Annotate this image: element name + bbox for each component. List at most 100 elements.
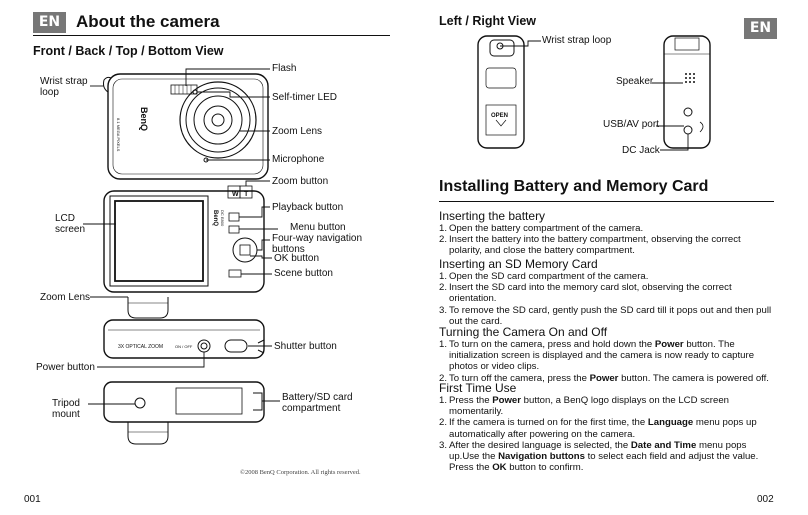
label-dc-jack: DC Jack xyxy=(622,145,660,156)
step-text: Open the SD card compartment of the came… xyxy=(449,271,649,282)
camera-left-side-view xyxy=(477,35,525,149)
label-self-timer-led: Self-timer LED xyxy=(272,92,338,103)
step-text: Open the battery compartment of the came… xyxy=(449,223,644,234)
step-number: 1. xyxy=(439,339,448,350)
step-emphasis: Language xyxy=(647,417,694,429)
copyright-notice: ©2008 BenQ Corporation. All rights reser… xyxy=(240,469,361,476)
step-number: 3. xyxy=(439,439,448,451)
page-number-right: 002 xyxy=(757,494,774,505)
step-item: 1.Open the battery compartment of the ca… xyxy=(439,223,775,234)
step-text: If the camera is turned on for the first… xyxy=(449,417,648,429)
view-subtitle: Front / Back / Top / Bottom View xyxy=(33,44,224,58)
section-steps: 1.Press the Power button, a BenQ logo di… xyxy=(439,395,775,473)
step-text: button to confirm. xyxy=(506,462,584,474)
brand-front: BenQ xyxy=(139,107,149,131)
step-item: 2.Insert the SD card into the memory car… xyxy=(439,282,775,304)
step-text: To turn on the camera, press and hold do… xyxy=(449,339,655,350)
step-item: 2.To turn off the camera, press the Powe… xyxy=(439,373,775,384)
step-item: 2.If the camera is turned on for the fir… xyxy=(439,417,775,439)
camera-top-view xyxy=(103,297,265,359)
step-number: 2. xyxy=(439,372,448,384)
step-number: 3. xyxy=(439,304,448,316)
optical-zoom-print: 3X OPTICAL ZOOM xyxy=(118,344,163,350)
zoom-w-mark: T xyxy=(244,191,249,198)
label-microphone: Microphone xyxy=(272,154,325,165)
step-number: 1. xyxy=(439,223,448,234)
page-number-left: 001 xyxy=(24,494,41,505)
step-emphasis: Navigation buttons xyxy=(498,451,585,463)
step-text: After the desired language is selected, … xyxy=(449,439,631,451)
step-text: button. The camera is powered off. xyxy=(618,372,769,384)
label-zoom-button: Zoom button xyxy=(272,176,329,187)
step-emphasis: Power xyxy=(492,395,521,406)
label-wrist-strap-loop-side: Wrist strap loop xyxy=(542,35,612,46)
onoff-print: ON / OFF xyxy=(175,344,193,349)
step-text: Insert the SD card into the memory card … xyxy=(449,282,732,305)
step-text: To turn off the camera, press the xyxy=(449,372,590,384)
step-item: 1.Press the Power button, a BenQ logo di… xyxy=(439,395,775,417)
label-usb-av-port: USB/AV port xyxy=(603,119,659,130)
section-heading: First Time Use xyxy=(439,381,517,395)
label-zoom-lens-front: Zoom Lens xyxy=(272,126,323,137)
step-emphasis: Power xyxy=(589,372,619,384)
section-heading: Inserting an SD Memory Card xyxy=(439,257,598,271)
step-text: Press the xyxy=(449,395,493,406)
section-steps: 1.Open the battery compartment of the ca… xyxy=(439,223,775,257)
label-scene-button: Scene button xyxy=(274,268,333,279)
page-title-left: About the camera xyxy=(76,12,220,31)
label-speaker: Speaker xyxy=(616,76,654,87)
section-steps: 1.To turn on the camera, press and hold … xyxy=(439,339,775,384)
step-number: 2. xyxy=(439,417,448,429)
camera-bottom-view xyxy=(103,381,265,445)
label-menu-button: Menu button xyxy=(290,222,346,233)
brand-back: BenQ xyxy=(212,210,218,226)
step-text: button. The initialization screen is dis… xyxy=(449,339,755,373)
zoom-t-mark: W xyxy=(232,191,239,198)
step-number: 1. xyxy=(439,395,448,406)
title-rule-left xyxy=(33,35,390,36)
step-emphasis: OK xyxy=(492,462,507,474)
step-text: menu pops up.Use the xyxy=(449,439,747,463)
step-item: 1.To turn on the camera, press and hold … xyxy=(439,339,775,373)
step-item: 2.Insert the battery into the battery co… xyxy=(439,234,775,256)
language-badge-right: EN xyxy=(744,18,777,39)
title-rule-right xyxy=(439,201,774,202)
label-ok-button: OK button xyxy=(274,253,320,264)
section-heading: Inserting the battery xyxy=(439,209,546,223)
camera-right-side-view xyxy=(663,35,711,149)
model-back: DC E800 xyxy=(220,210,225,227)
camera-front-view xyxy=(103,73,269,180)
label-zoom-lens-top: Zoom Lens xyxy=(40,292,91,303)
language-badge-left: EN xyxy=(33,12,66,33)
section-steps: 1.Open the SD card compartment of the ca… xyxy=(439,271,775,327)
open-print: OPEN xyxy=(491,113,508,119)
install-title: Installing Battery and Memory Card xyxy=(439,178,709,195)
section-heading: Turning the Camera On and Off xyxy=(439,325,608,339)
step-text: to select each field and adjust the valu… xyxy=(449,451,759,474)
label-tripod-mount: Tripod mount xyxy=(52,398,80,420)
label-wrist-strap-loop: Wrist strap loop xyxy=(40,76,88,98)
step-number: 1. xyxy=(439,271,448,282)
step-text: menu pops up automatically after powerin… xyxy=(449,417,757,440)
step-text: To remove the SD card, gently push the S… xyxy=(449,304,772,327)
label-lcd-screen: LCD screen xyxy=(55,213,86,235)
side-view-title: Left / Right View xyxy=(439,14,536,28)
step-text: Insert the battery into the battery comp… xyxy=(449,234,741,257)
camera-back-view xyxy=(103,185,265,293)
label-shutter-button: Shutter button xyxy=(274,341,337,352)
step-number: 2. xyxy=(439,234,448,246)
step-text: button, a BenQ logo displays on the LCD … xyxy=(449,395,729,418)
step-emphasis: Power xyxy=(654,339,684,350)
step-item: 3.After the desired language is selected… xyxy=(439,440,775,474)
label-power-button: Power button xyxy=(36,362,95,373)
label-playback-button: Playback button xyxy=(272,202,344,213)
step-emphasis: Date and Time xyxy=(630,439,697,451)
label-flash: Flash xyxy=(272,63,297,74)
step-number: 2. xyxy=(439,282,448,294)
step-item: 1.Open the SD card compartment of the ca… xyxy=(439,271,775,282)
step-item: 3.To remove the SD card, gently push the… xyxy=(439,305,775,327)
speaker-holes xyxy=(685,73,695,83)
megapixel-label: 8.1 MEGA PIXELS xyxy=(116,118,121,152)
label-battery-sd-compartment: Battery/SD card compartment xyxy=(282,392,353,414)
